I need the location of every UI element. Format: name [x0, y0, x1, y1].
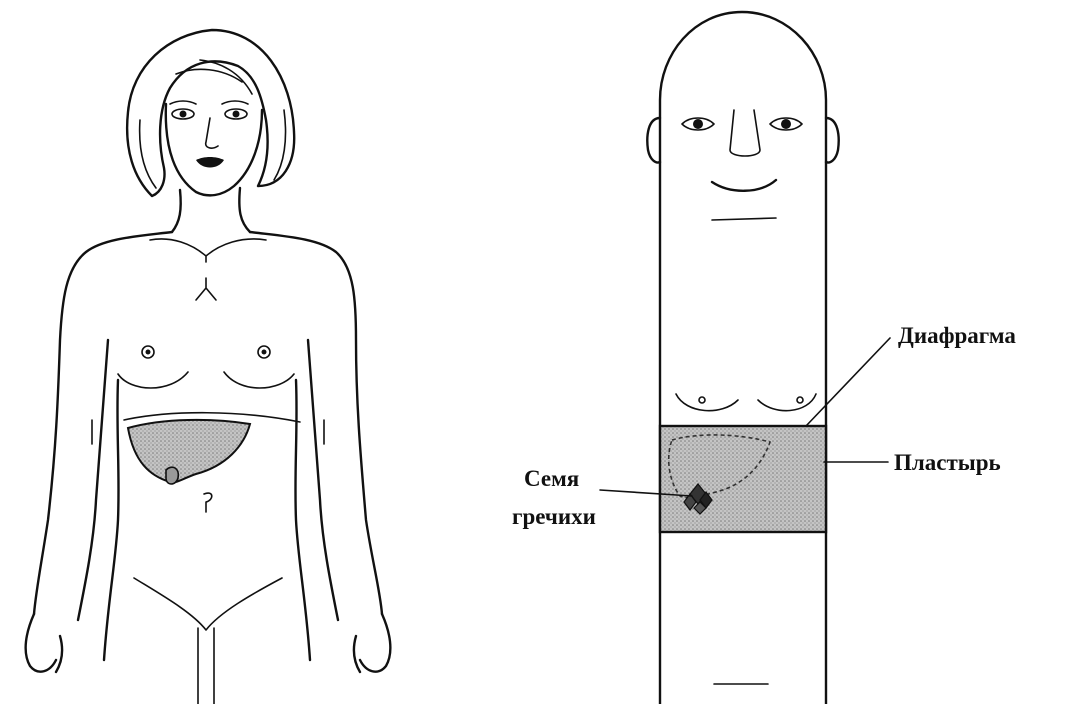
groin — [198, 628, 214, 704]
right-nipple-dot — [262, 350, 267, 355]
schematic-mouth — [712, 180, 776, 191]
nose — [206, 118, 218, 148]
sternum-notch — [196, 278, 216, 300]
left-arm-inner — [78, 340, 108, 620]
left-hand — [26, 614, 62, 672]
right-hand — [354, 614, 390, 672]
schematic-head-body — [660, 12, 826, 704]
schematic-right-pupil — [781, 119, 791, 129]
label-plaster: Пластырь — [894, 450, 1001, 475]
diaphragm-leader — [806, 338, 890, 426]
eyebrows — [170, 101, 248, 104]
schematic-figure — [600, 12, 890, 704]
right-arm-inner — [308, 340, 338, 620]
liver — [128, 420, 250, 482]
hair — [127, 30, 294, 196]
left-waist — [104, 380, 119, 660]
navel — [204, 493, 212, 512]
schematic-left-pupil — [693, 119, 703, 129]
clavicles — [150, 239, 266, 262]
label-seeds-line2: гречихи — [512, 504, 596, 529]
schematic-left-breast — [676, 394, 738, 411]
left-ear — [647, 118, 660, 163]
label-seeds-line1: Семя — [524, 466, 579, 491]
left-pupil — [180, 111, 187, 118]
mouth — [196, 157, 224, 168]
left-breast — [118, 372, 188, 388]
female-figure — [26, 30, 391, 704]
face-outline — [166, 104, 262, 195]
gallbladder — [166, 467, 178, 484]
torso-right — [250, 232, 382, 614]
schematic-nose — [730, 110, 760, 156]
label-diaphragm: Диафрагма — [898, 323, 1016, 348]
schematic-left-nipple — [699, 397, 705, 403]
plaster-patch — [660, 426, 826, 532]
schematic-right-breast — [758, 394, 816, 411]
right-pupil — [233, 111, 240, 118]
left-nipple-dot — [146, 350, 151, 355]
right-ear — [826, 118, 839, 163]
right-breast — [224, 372, 294, 388]
schematic-chin — [712, 218, 776, 220]
hip-line — [134, 578, 282, 630]
schematic-right-nipple — [797, 397, 803, 403]
